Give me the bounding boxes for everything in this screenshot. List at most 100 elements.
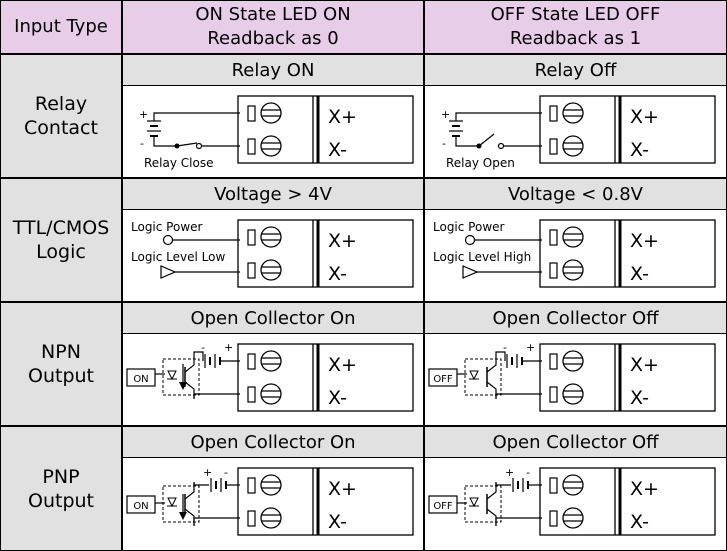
header-off-state: OFF State LED OFF Readback as 1 [425,1,726,53]
terminal-x-plus-label: X+ [630,478,659,500]
optocoupler-led [469,370,479,381]
terminal-x-minus-label: X- [630,263,649,285]
control-box-label: OFF [433,374,453,385]
pnp-off-circuit: X+ X- OFF +- [428,466,717,537]
switch-lever [176,142,198,147]
terminal-block [538,342,717,413]
optocoupler-body [464,358,502,396]
pnp-on-title-text: Open Collector On [190,431,356,453]
wire [193,351,204,361]
terminal-x-minus-label: X- [630,139,649,161]
transistor-collector [486,355,497,373]
battery-plus-label: + [139,108,148,121]
terminal-x-minus-label: X- [630,387,649,409]
relay-on-title: Relay ON [123,55,423,85]
optocoupler-body [464,485,502,523]
logic-power-node [162,234,174,246]
transistor-emitter [486,508,497,526]
switch-lever [478,133,495,147]
battery-minus-label: - [442,137,446,150]
grid-line [0,0,1,551]
battery-plus-label: + [203,466,212,479]
grid-line [123,457,727,458]
terminal-x-plus-label: X+ [328,106,357,128]
ttl-on-title: Voltage > 4V [123,179,423,209]
row-label-line: Output [28,489,94,512]
npn-on-circuit: X+X-ON-+ [126,341,415,413]
logic-power-label: Logic Power [433,220,505,234]
relay-on-title-text: Relay ON [231,59,315,81]
row-label-line: Contact [24,117,98,139]
battery-minus-label: - [140,137,144,150]
header-off-state-line-2: Readback as 1 [509,28,642,49]
terminal-x-minus-label: X- [328,387,347,409]
relay-source-label: Relay Close [144,156,213,170]
row-label-line: NPN [41,341,81,363]
terminal-x-plus-label: X+ [630,354,659,376]
grid-line [0,53,727,55]
logic-power-node [464,234,476,246]
control-box [428,495,458,514]
control-box [126,368,156,387]
optocoupler-led [167,497,177,508]
terminal-x-minus-label: X- [328,511,347,533]
control-box-label: ON [133,501,148,512]
relay-off-title-text: Relay Off [534,59,617,81]
terminal-x-minus-label: X- [630,511,649,533]
transistor-emitter [184,381,195,399]
optocoupler-led [469,497,479,508]
battery-minus-label: - [526,466,530,479]
ttl-off-title: Voltage < 0.8V [425,179,726,209]
wire [193,517,240,526]
wire [495,482,511,486]
control-box [428,368,458,387]
logic-input-triangle [160,265,177,279]
terminal-block [538,94,717,165]
battery-plus-label: + [441,108,450,121]
optocoupler-body [162,358,200,396]
logic-power-label: Logic Power [131,220,203,234]
transistor-collector [486,482,497,500]
grid-line [0,0,727,1]
terminal-x-plus-label: X+ [630,106,659,128]
switch-contact [497,142,505,150]
battery-plus-label: + [224,341,233,354]
row-label-line: Output [28,365,94,387]
terminal-block [538,218,717,289]
terminal-block [538,466,717,537]
header-on-state-line-2: Readback as 0 [207,28,339,49]
battery-minus-label: - [224,466,228,479]
row-label-line: Logic [36,241,86,263]
npn-off-circuit: X+X-OFF-+ [428,341,717,413]
terminal-block [236,94,415,165]
grid-line [0,301,727,303]
row-label-line: Relay [34,93,88,115]
grid-line [123,209,727,210]
npn-off-title-text: Open Collector Off [492,307,659,329]
wire [455,112,542,121]
wire [455,136,477,147]
control-box-label: OFF [433,501,453,512]
battery-plus-label: + [505,466,514,479]
terminal-x-plus-label: X+ [328,230,357,252]
transistor-emitter [184,508,195,526]
grid-line [0,425,727,427]
terminal-x-minus-label: X- [328,139,347,161]
terminal-block [236,218,415,289]
terminal-x-plus-label: X+ [630,230,659,252]
transistor-collector [184,355,195,373]
pnp-on-title: Open Collector On [123,427,423,457]
npn-on-title-text: Open Collector On [190,307,356,329]
control-box-label: ON [133,374,148,385]
optocoupler-led [167,370,177,381]
header-input-type: Input Type [1,1,121,53]
terminal-block [236,466,415,537]
grid-line [123,85,727,86]
transistor-collector [184,482,195,500]
pnp-on-circuit: X+X-ON+- [126,466,415,537]
